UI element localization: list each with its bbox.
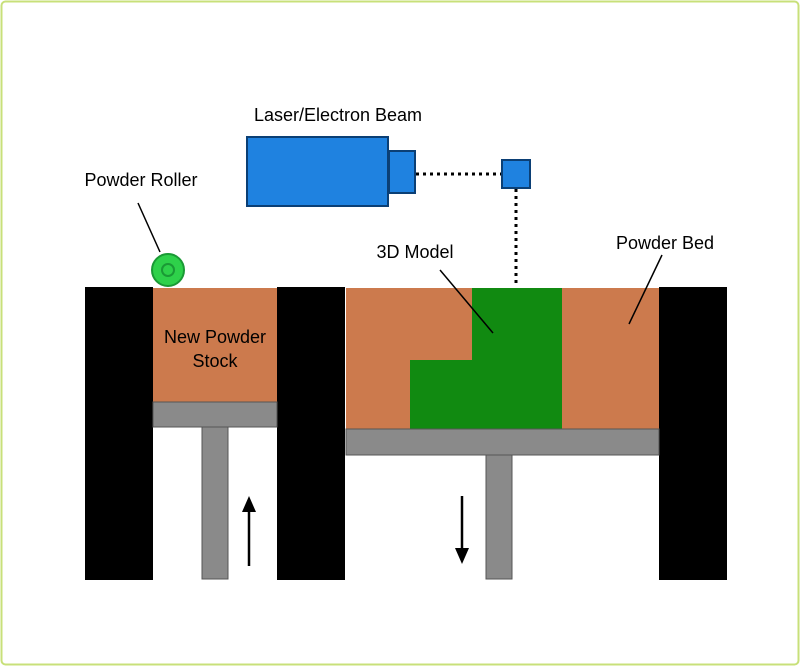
build-platform xyxy=(345,428,660,456)
laser-nozzle xyxy=(388,150,416,194)
stock-platform xyxy=(152,401,278,428)
bed-label: Powder Bed xyxy=(616,233,714,253)
build-piston-rod xyxy=(485,454,513,580)
down-arrow xyxy=(455,496,469,564)
stock-piston-rod xyxy=(201,426,229,580)
powder-roller-axle xyxy=(161,263,175,277)
bed-leader xyxy=(628,254,663,325)
up-arrow xyxy=(242,496,256,566)
model-label: 3D Model xyxy=(376,242,453,262)
3d-model xyxy=(410,288,562,429)
beam-mirror xyxy=(501,159,531,189)
roller-leader xyxy=(137,202,161,253)
stock-label-line2: Stock xyxy=(192,351,238,371)
stock-label-line1: New Powder xyxy=(164,327,266,347)
middle-wall xyxy=(277,287,345,580)
laser-label: Laser/Electron Beam xyxy=(254,105,422,125)
left-wall xyxy=(85,287,153,580)
right-wall xyxy=(659,287,727,580)
powder-stock xyxy=(153,288,277,402)
model-leader xyxy=(439,269,494,334)
roller-label: Powder Roller xyxy=(84,170,197,190)
powder-roller xyxy=(151,253,185,287)
laser-body xyxy=(246,136,389,207)
